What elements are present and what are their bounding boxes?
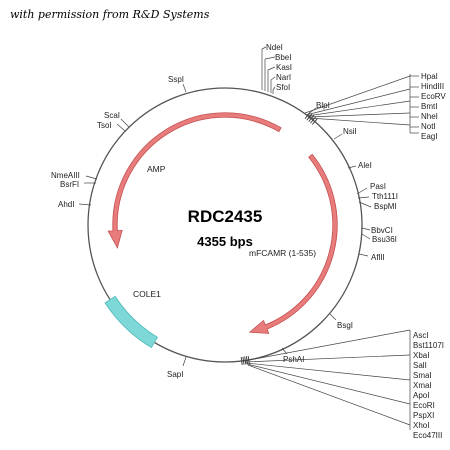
ndei-tick: [261, 46, 267, 50]
mcs-top-marker-tick: [310, 116, 316, 124]
site-ndei: NdeI: [266, 43, 283, 52]
site-leader-lines: [78, 46, 419, 430]
site-sfoi: SfoI: [276, 83, 290, 92]
mcs-bottom-item: Eco47III: [413, 431, 442, 440]
mfcamr-label: mFCAMR (1-535): [249, 248, 316, 258]
site-bsgi: BsgI: [337, 321, 353, 330]
mcs-top-line-1: [304, 75, 411, 114]
mcs-top-item: BmtI: [421, 102, 437, 111]
mcs-top-line-3: [306, 100, 411, 117]
pasi-line: [356, 187, 368, 195]
site-aflii: AflII: [371, 253, 385, 262]
sfoi-tick: [272, 86, 276, 91]
site-tsoi: TsoI: [97, 121, 112, 130]
tth111i-line: [357, 196, 370, 199]
site-nsii: NsiI: [343, 127, 357, 136]
mcs-bottom-item: PspXI: [413, 411, 434, 420]
site-pshai: PshAI: [283, 355, 304, 364]
site-labels: NdeI BbeI KasI NarI SfoI SspI ScaI TsoI …: [51, 43, 398, 379]
mcs-top-marker-tick: [311, 118, 318, 125]
bsgi-line: [329, 313, 337, 321]
blpi-line: [306, 107, 317, 116]
mcs-bottom-list: AscI Bst1107I XbaI SalI SmaI XmaI ApoI E…: [413, 331, 444, 440]
mcs-top-line-5: [308, 117, 411, 126]
mcs-bottom-marker-tick: [240, 356, 243, 366]
mcs-top-list: HpaI HindIII EcoRV BmtI NheI NotI EagI: [421, 72, 446, 141]
ahdi-line: [78, 203, 92, 206]
plasmid-size: 4355 bps: [197, 234, 253, 249]
mcs-bottom-line-1: [243, 329, 411, 362]
bspmi-line: [358, 201, 372, 208]
nari-tick: [270, 76, 276, 81]
mcs-bottom-line-2: [244, 354, 411, 363]
mcs-top-item: EagI: [421, 132, 437, 141]
mcs-top-line-2: [305, 88, 411, 116]
site-blpi: BlpI: [316, 101, 330, 110]
sspi-line: [182, 83, 187, 93]
mcs-bottom-item: ApoI: [413, 391, 429, 400]
mcs-bottom-line-5: [247, 364, 411, 426]
mcs-top-item: EcoRV: [421, 92, 446, 101]
mcs-bottom-line-3: [245, 362, 411, 381]
amp-arrow: [107, 112, 282, 249]
alei-line: [347, 165, 357, 169]
bbei-tick: [264, 56, 276, 60]
aflii-line: [358, 253, 369, 257]
mcs-bottom-item: SmaI: [413, 371, 432, 380]
site-alei: AleI: [358, 161, 372, 170]
plasmid-name: RDC2435: [188, 207, 263, 226]
site-pasi: PasI: [370, 182, 386, 191]
cole1-feature: [104, 295, 159, 349]
site-nari: NarI: [276, 73, 291, 82]
mcs-top-item: NheI: [421, 112, 438, 121]
site-sapi: SapI: [167, 370, 183, 379]
mcs-top-marker-tick: [308, 115, 315, 122]
site-ahdi: AhdI: [58, 200, 74, 209]
sapi-line: [182, 356, 187, 367]
site-bsu36i: Bsu36I: [372, 235, 397, 244]
mcs-bottom-item: SalI: [413, 361, 427, 370]
mcs-bottom-item: XbaI: [413, 351, 429, 360]
credit-text: with permission from R&D Systems: [10, 8, 210, 21]
cole1-label: COLE1: [133, 289, 161, 299]
bbvci-line: [361, 227, 371, 231]
mcs-top-item: NotI: [421, 122, 436, 131]
mcs-bottom-item: XhoI: [413, 421, 429, 430]
amp-label: AMP: [147, 164, 166, 174]
mcs-top-item: HpaI: [421, 72, 438, 81]
nsii-line: [333, 133, 343, 140]
mcs-bottom-item: XmaI: [413, 381, 432, 390]
site-bbvci: BbvCI: [371, 226, 393, 235]
site-kasi: KasI: [276, 63, 292, 72]
mfcamr-arrow: [248, 153, 338, 334]
mcs-bottom-line-4: [246, 363, 411, 405]
site-bbei: BbeI: [275, 53, 291, 62]
site-tth111i: Tth111I: [372, 192, 398, 201]
mcs-bottom-item: Bst1107I: [413, 341, 444, 350]
site-bsrfi: BsrFI: [60, 180, 79, 189]
mcs-bottom-item: EcoRI: [413, 401, 435, 410]
site-sspi: SspI: [168, 75, 184, 84]
kasi-tick: [267, 66, 276, 71]
mcs-bottom-marker-tick: [242, 356, 245, 365]
mcs-top-item: HindIII: [421, 82, 444, 91]
tsoi-line: [116, 123, 126, 132]
bsu36i-line: [361, 233, 371, 240]
mcs-top-line-4: [307, 112, 411, 118]
site-nmeaiii: NmeAIII: [51, 171, 80, 180]
site-scai: ScaI: [104, 111, 120, 120]
plasmid-backbone: [87, 87, 363, 363]
scai-line: [120, 118, 130, 128]
site-bspmi: BspMI: [374, 202, 397, 211]
mcs-bottom-item: AscI: [413, 331, 429, 340]
nmeaiii-line: [85, 175, 98, 180]
